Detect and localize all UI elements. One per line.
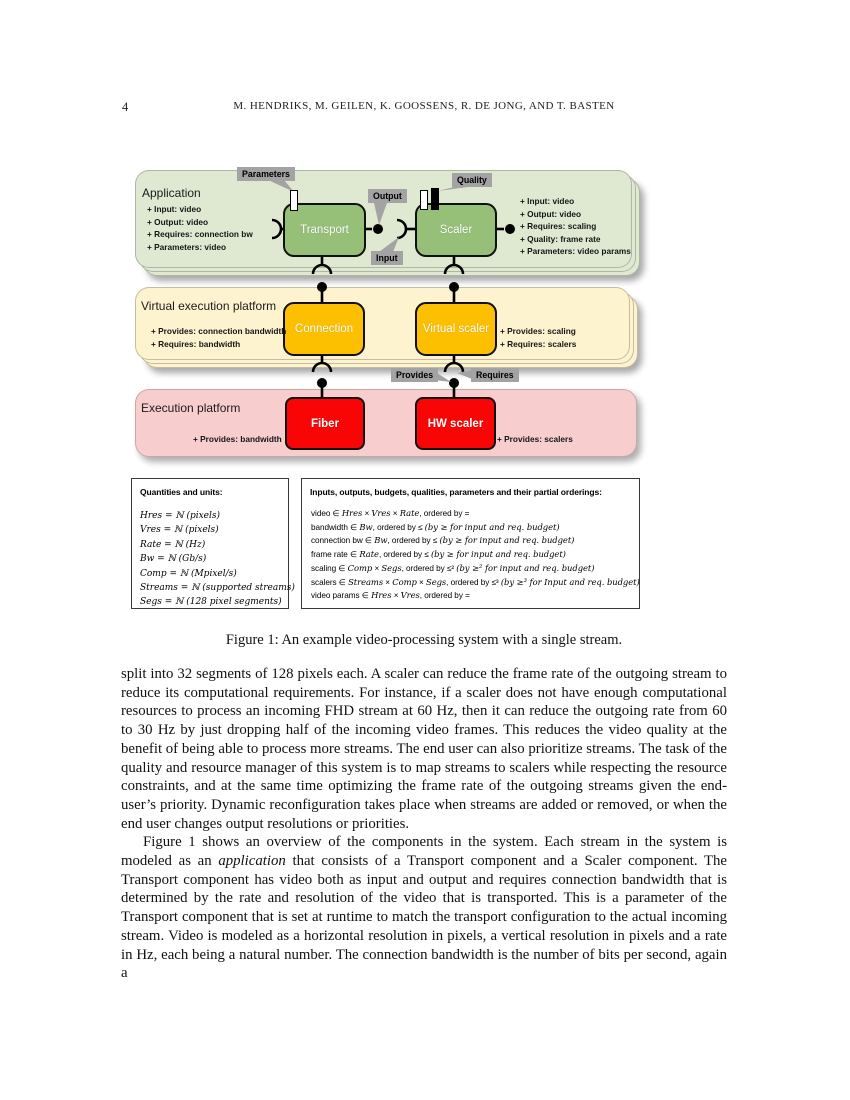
connection-component: Connection [283, 302, 365, 356]
transport-component: Transport [283, 203, 366, 257]
ordering-line: scalers ∈ Streams × Comp × Segs, ordered… [311, 576, 640, 587]
prop-line: + Output: video [147, 216, 209, 227]
ordering-line: connection bw ∈ Bw, ordered by ≤ (by ≥ f… [311, 535, 575, 546]
quality-callout: Quality [452, 173, 492, 187]
input-callout: Input [371, 251, 403, 265]
ordering-line: scaling ∈ Comp × Segs, ordered by ≤² (by… [311, 562, 595, 573]
quantities-box: Quantities and units: Hres = ℕ (pixels) … [131, 478, 295, 610]
virtual-platform-title: Virtual execution platform [141, 299, 277, 313]
quantity-line: Bw = ℕ (Gb/s) [140, 554, 207, 565]
ordering-line: video params ∈ Hres × Vres, ordered by = [311, 590, 470, 601]
execution-platform-panel [135, 389, 637, 457]
virtual-platform-panel [135, 287, 638, 368]
application-title: Application [142, 186, 201, 200]
ordering-line: frame rate ∈ Rate, ordered by ≤ (by ≥ fo… [311, 549, 566, 560]
virtual-scaler-label: Virtual scaler [422, 323, 490, 335]
prop-line: + Parameters: video params [520, 246, 631, 257]
prop-line: + Requires: bandwidth [151, 339, 241, 349]
connection-label: Connection [294, 323, 354, 335]
hw-scaler-label: HW scaler [427, 417, 484, 430]
scaler-quality-port [431, 188, 439, 210]
quantity-line: Comp = ℕ (Mpixel/s) [140, 568, 237, 579]
ordering-line: video ∈ Hres × Vres × Rate, ordered by = [311, 508, 470, 518]
execution-platform-right-prop: + Provides: scalers [497, 434, 573, 444]
requires-callout: Requires [471, 368, 519, 382]
paragraph-2-text-b: that consists of a Transport component a… [121, 853, 727, 982]
application-left-props: + Input: video + Output: video + Require… [147, 203, 253, 253]
prop-line: + Provides: scaling [500, 326, 576, 336]
page-number: 4 [122, 100, 129, 114]
body-text: split into 32 segments of 128 pixels eac… [121, 665, 727, 983]
quantity-line: Streams = ℕ (supported streams) [140, 583, 295, 594]
hw-scaler-component: HW scaler [415, 397, 496, 450]
quantity-line: Rate = ℕ (Hz) [140, 539, 206, 550]
quantity-line: Hres = ℕ (pixels) [140, 511, 221, 521]
quantities-box-items: Hres = ℕ (pixels) Vres = ℕ (pixels) Rate… [140, 509, 295, 610]
orderings-box-title: Inputs, outputs, budgets, qualities, par… [310, 487, 602, 497]
quantity-line: Segs = ℕ (128 pixel segments) [140, 597, 282, 608]
transport-label: Transport [300, 224, 349, 236]
prop-line: + Output: video [520, 208, 582, 219]
execution-platform-title: Execution platform [141, 401, 241, 415]
prop-line: + Input: video [520, 196, 575, 206]
paragraph-2-italic-word: application [218, 853, 286, 870]
execution-platform-left-prop: + Provides: bandwidth [193, 434, 282, 444]
paragraph-1-text: split into 32 segments of 128 pixels eac… [121, 666, 727, 832]
prop-line: + Requires: scalers [500, 339, 577, 349]
prop-line: + Requires: connection bw [147, 229, 253, 240]
prop-line: + Input: video [147, 204, 202, 214]
orderings-box: Inputs, outputs, budgets, qualities, par… [301, 478, 640, 609]
virtual-platform-left-props: + Provides: connection bandwidth + Requi… [151, 325, 286, 351]
running-header: M. HENDRIKS, M. GEILEN, K. GOOSSENS, R. … [233, 100, 615, 112]
transport-parameter-port [290, 190, 298, 211]
virtual-platform-panel-face [135, 287, 630, 360]
scaler-parameter-port [420, 190, 428, 210]
application-right-props: + Input: video + Output: video + Require… [520, 195, 631, 258]
virtual-scaler-component: Virtual scaler [415, 302, 497, 356]
orderings-box-items: video ∈ Hres × Vres × Rate, ordered by =… [311, 507, 640, 603]
quantities-box-title: Quantities and units: [140, 487, 223, 497]
ordering-line: bandwidth ∈ Bw, ordered by ≤ (by ≥ for i… [311, 521, 560, 532]
output-callout: Output [368, 189, 407, 203]
provides-callout: Provides [391, 368, 439, 382]
paragraph-2: Figure 1 shows an overview of the compon… [121, 833, 727, 983]
prop-line: + Provides: connection bandwidth [151, 326, 287, 336]
requires-callout-pointer [457, 370, 472, 379]
prop-line: + Requires: scaling [520, 221, 597, 232]
fiber-component: Fiber [285, 397, 365, 450]
paragraph-2-text-a: Figure 1 shows an overview of the compon… [121, 834, 727, 870]
fiber-label: Fiber [310, 417, 340, 430]
prop-line: + Quality: frame rate [520, 233, 601, 244]
scaler-label: Scaler [439, 224, 473, 236]
prop-line: + Parameters: video [147, 241, 227, 252]
parameters-callout: Parameters [237, 167, 295, 181]
paragraph-1: split into 32 segments of 128 pixels eac… [121, 665, 727, 833]
scaler-component: Scaler [415, 203, 497, 257]
figure-caption: Figure 1: An example video-processing sy… [225, 632, 623, 648]
virtual-platform-right-props: + Provides: scaling + Requires: scalers [500, 325, 576, 351]
quantity-line: Vres = ℕ (pixels) [140, 525, 219, 536]
